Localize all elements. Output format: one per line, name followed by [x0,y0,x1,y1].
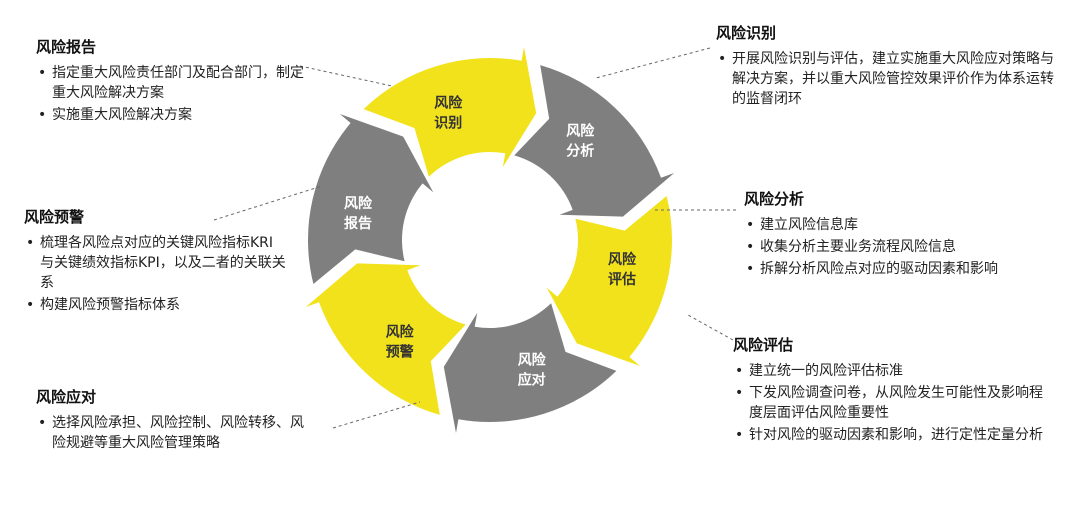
block-risk-response: 风险应对 选择风险承担、风险控制、风险转移、风险规避等重大风险管理策略 [36,386,316,455]
cycle-label-response-line2: 应对 [518,371,546,388]
cycle-label-warning-line2: 预警 [386,343,414,360]
list-item: 建立风险信息库 [744,215,1064,235]
list-item: 拆解分析风险点对应的驱动因素和影响 [744,259,1064,279]
list-item: 选择风险承担、风险控制、风险转移、风险规避等重大风险管理策略 [36,413,316,453]
cycle-label-report-line1: 风险 [344,195,373,212]
block-title: 风险评估 [733,336,794,354]
block-title: 风险分析 [744,190,805,208]
cycle-label-evaluation-line1: 风险 [608,251,637,268]
list-item: 建立统一的风险评估标准 [733,361,1051,381]
cycle-arrow-report [308,114,434,284]
block-title: 风险应对 [36,388,97,406]
cycle-arrow-response [443,303,617,433]
list-item: 收集分析主要业务流程风险信息 [744,237,1064,257]
block-risk-evaluation: 风险评估 建立统一的风险评估标准 下发风险调查问卷，从风险发生可能性及影响程度层… [733,334,1051,447]
connector-evaluation [687,314,734,341]
list-item: 开展风险识别与评估，建立实施重大风险应对策略与解决方案，并以重大风险管控效果评价… [716,49,1056,109]
cycle-label-identify-line1: 风险 [434,95,463,112]
list-item: 构建风险预警指标体系 [24,295,286,315]
block-risk-report: 风险报告 指定重大风险责任部门及配合部门，制定重大风险解决方案 实施重大风险解决… [36,36,308,127]
cycle-label-report-line2: 报告 [344,215,372,232]
cycle-arrow-identify [363,47,537,177]
cycle-label-warning-line1: 风险 [386,323,415,340]
cycle-label-response-line1: 风险 [518,351,547,368]
list-item: 指定重大风险责任部门及配合部门，制定重大风险解决方案 [36,63,308,103]
block-title: 风险预警 [24,208,85,226]
block-title: 风险报告 [36,38,97,56]
connector-report [299,65,393,87]
block-risk-warning: 风险预警 梳理各风险点对应的关键风险指标KRI与关键绩效指标KPI，以及二者的关… [24,206,286,317]
connector-response [332,401,421,429]
connector-warning [213,185,323,221]
cycle-label-identify-line2: 识别 [434,116,462,132]
block-risk-analysis: 风险分析 建立风险信息库 收集分析主要业务流程风险信息 拆解分析风险点对应的驱动… [744,188,1064,281]
cycle-label-analysis-line1: 风险 [566,123,595,140]
list-item: 针对风险的驱动因素和影响，进行定性定量分析 [733,425,1051,445]
cycle-label-evaluation-line2: 评估 [608,271,636,288]
list-item: 下发风险调查问卷，从风险发生可能性及影响程度层面评估风险重要性 [733,383,1051,423]
connector-identify [595,47,711,79]
cycle-arrow-evaluation [546,196,672,366]
block-risk-identify: 风险识别 开展风险识别与评估，建立实施重大风险应对策略与解决方案，并以重大风险管… [716,22,1056,111]
cycle-label-analysis-line2: 分析 [566,143,594,160]
cycle-arrow-analysis [514,65,675,217]
block-title: 风险识别 [716,24,777,42]
cycle-arrow-warning [305,263,466,415]
list-item: 梳理各风险点对应的关键风险指标KRI与关键绩效指标KPI，以及二者的关联关系 [24,233,286,293]
list-item: 实施重大风险解决方案 [36,105,308,125]
